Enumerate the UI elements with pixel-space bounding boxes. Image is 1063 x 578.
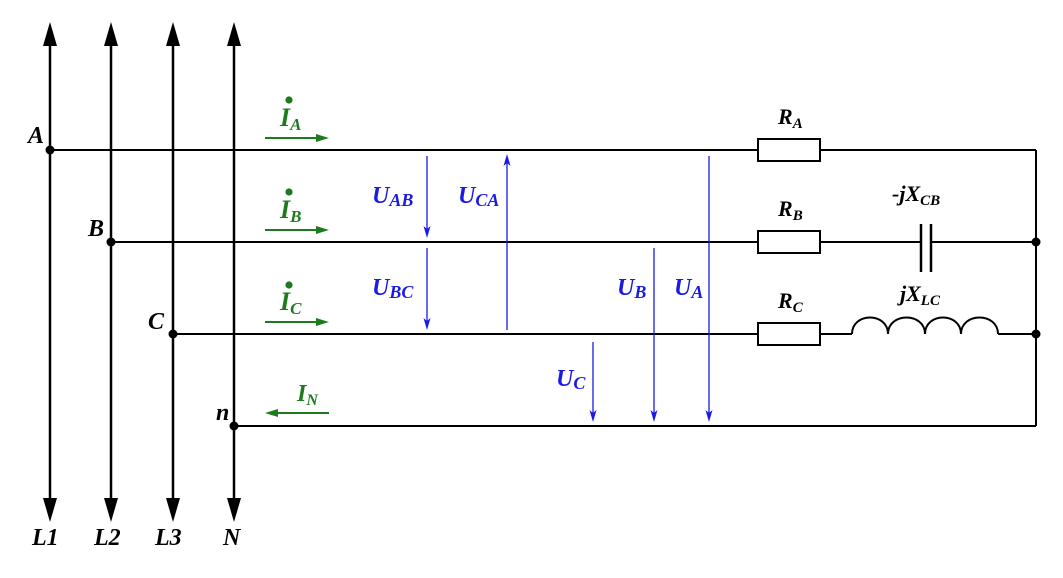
bus-l2-arrow-bottom: [104, 498, 118, 522]
voltage-labels: UAB UCA UBC UB UA UC: [372, 183, 703, 393]
junction-a: [45, 145, 55, 155]
capacitor-xcb: [919, 224, 933, 272]
inductor-xlc-label: jXLC: [897, 281, 941, 309]
voltage-ua-label: UA: [674, 275, 703, 302]
arrow-ub-head: [650, 410, 658, 422]
junction-b: [106, 237, 116, 247]
arrow-uab-head: [423, 226, 431, 238]
voltage-uca-label: UCA: [458, 183, 499, 210]
resistor-rb-label: RB: [777, 196, 803, 224]
arrow-ubc-head: [423, 318, 431, 330]
label-n: N: [222, 525, 242, 551]
bus-l3-arrow-top: [166, 22, 180, 46]
resistor-rc: [757, 322, 821, 346]
arrow-ua-head: [705, 410, 713, 422]
voltage-arrows: [423, 154, 713, 422]
resistor-ra-label: RA: [777, 104, 803, 132]
bus-l3-arrow-bottom: [166, 498, 180, 522]
resistor-rb: [757, 230, 821, 254]
node-n-label: n: [216, 400, 229, 426]
current-ib-label: IB: [279, 195, 301, 226]
phasor-dot-ib: [285, 188, 293, 196]
phasor-dot-ic: [285, 281, 293, 289]
inductor-xlc: [851, 316, 999, 335]
node-a-label: A: [26, 123, 44, 149]
phase-wires: [50, 149, 1037, 427]
voltage-uc-label: UC: [556, 366, 586, 393]
capacitor-xcb-label: -jXCB: [892, 181, 940, 209]
phasor-dot-ia: [285, 96, 293, 104]
phasor-dots: [285, 96, 293, 289]
bus-lines: [43, 22, 241, 522]
arrow-ia-head: [316, 134, 329, 142]
voltage-ubc-label: UBC: [372, 275, 414, 302]
label-l1: L1: [31, 525, 59, 551]
bus-n-arrow-top: [227, 22, 241, 46]
resistors: [757, 138, 821, 346]
junction-right-c: [1031, 329, 1041, 339]
junction-c: [168, 329, 178, 339]
arrow-uc-head: [589, 410, 597, 422]
node-c-label: C: [148, 309, 165, 335]
current-ia-label: IA: [279, 103, 301, 134]
bus-l2-arrow-top: [104, 22, 118, 46]
voltage-ub-label: UB: [617, 275, 646, 302]
voltage-uab-label: UAB: [372, 183, 413, 210]
junction-dots: [45, 145, 1041, 431]
bus-labels: L1 L2 L3 N: [31, 525, 242, 551]
label-l3: L3: [154, 525, 182, 551]
resistor-ra: [757, 138, 821, 162]
current-in-label: IN: [296, 381, 319, 409]
node-labels: A B C n: [26, 123, 229, 426]
bus-n-arrow-bottom: [227, 498, 241, 522]
current-arrows: [265, 134, 329, 417]
label-l2: L2: [93, 525, 121, 551]
resistor-rc-label: RC: [777, 288, 804, 316]
arrow-in-head: [265, 409, 278, 417]
bus-l1-arrow-bottom: [43, 498, 57, 522]
component-labels: RA RB RC -jXCB jXLC: [777, 104, 941, 316]
junction-right-b: [1031, 237, 1041, 247]
arrow-ic-head: [316, 318, 329, 326]
arrow-ib-head: [316, 226, 329, 234]
node-b-label: B: [87, 216, 104, 242]
current-ic-label: IC: [279, 287, 302, 318]
arrow-uca-head: [503, 154, 511, 166]
junction-n: [229, 421, 239, 431]
bus-l1-arrow-top: [43, 22, 57, 46]
current-labels: IA IB IC IN: [279, 103, 319, 409]
